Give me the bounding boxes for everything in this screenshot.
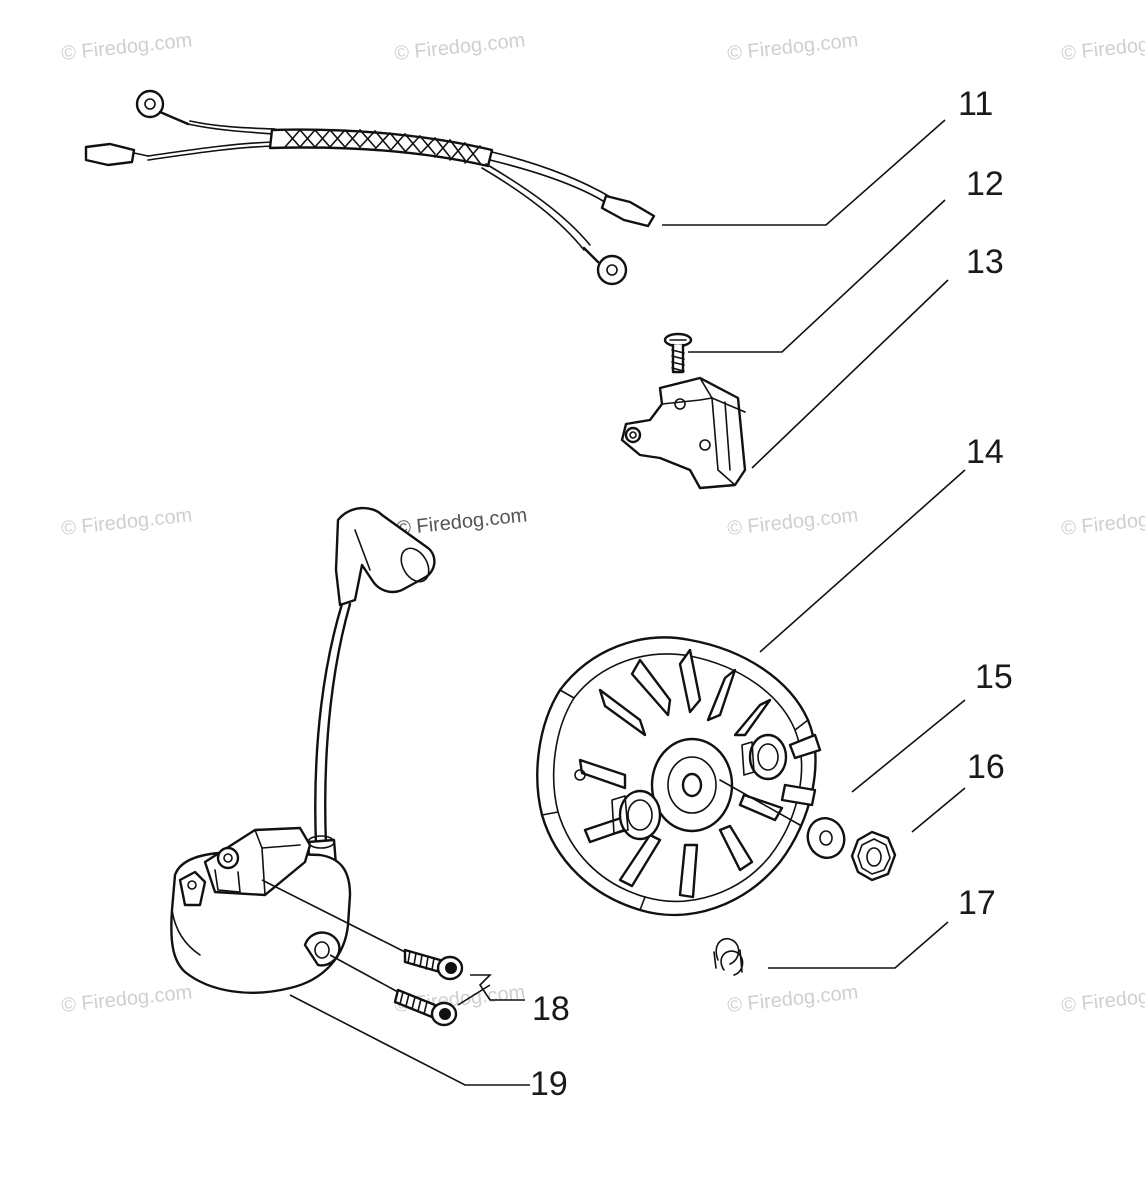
callout-11: 11 <box>958 85 993 123</box>
leader-18 <box>470 974 525 1001</box>
screws-18[interactable] <box>393 948 464 1027</box>
watermark: © Firedog.com <box>1060 29 1145 65</box>
washer-15[interactable] <box>802 813 850 863</box>
leader-14 <box>759 469 966 653</box>
ignition-coil-19[interactable] <box>170 506 436 994</box>
spring-clip-17[interactable] <box>713 938 744 976</box>
callout-14: 14 <box>966 433 1004 471</box>
watermark: © Firedog.com <box>726 504 859 540</box>
callout-13: 13 <box>966 243 1004 281</box>
leader-lines <box>289 119 966 1086</box>
assembly-lines <box>261 879 406 993</box>
callout-19: 19 <box>530 1065 568 1103</box>
leader-12 <box>688 199 946 353</box>
nut-16[interactable] <box>850 830 897 882</box>
leader-13 <box>751 279 949 469</box>
callout-15: 15 <box>975 658 1013 696</box>
leader-11 <box>662 119 946 226</box>
callout-17: 17 <box>958 884 996 922</box>
leader-19 <box>289 994 530 1086</box>
leader-17 <box>768 921 949 969</box>
ignition-module-13[interactable] <box>620 376 747 490</box>
watermark: © Firedog.com <box>726 29 859 65</box>
watermark: © Firedog.com <box>60 504 193 540</box>
watermark: © Firedog.com <box>1060 981 1145 1017</box>
callout-16: 16 <box>967 748 1005 786</box>
watermark: © Firedog.com <box>726 981 859 1017</box>
leader-15 <box>851 699 966 793</box>
callout-labels: 11 12 13 14 15 16 17 18 19 <box>530 85 1013 1103</box>
watermark: © Firedog.com <box>60 981 193 1017</box>
watermark: © Firedog.com <box>1060 504 1145 540</box>
watermark: © Firedog.com <box>393 29 526 65</box>
watermark: © Firedog.com <box>395 504 528 540</box>
callout-12: 12 <box>966 165 1004 203</box>
leader-16 <box>911 787 966 833</box>
watermark: © Firedog.com <box>60 29 193 65</box>
flywheel-14[interactable] <box>536 636 822 917</box>
wire-harness[interactable] <box>84 89 656 286</box>
callout-18: 18 <box>532 990 570 1028</box>
screw-12[interactable] <box>663 332 693 374</box>
